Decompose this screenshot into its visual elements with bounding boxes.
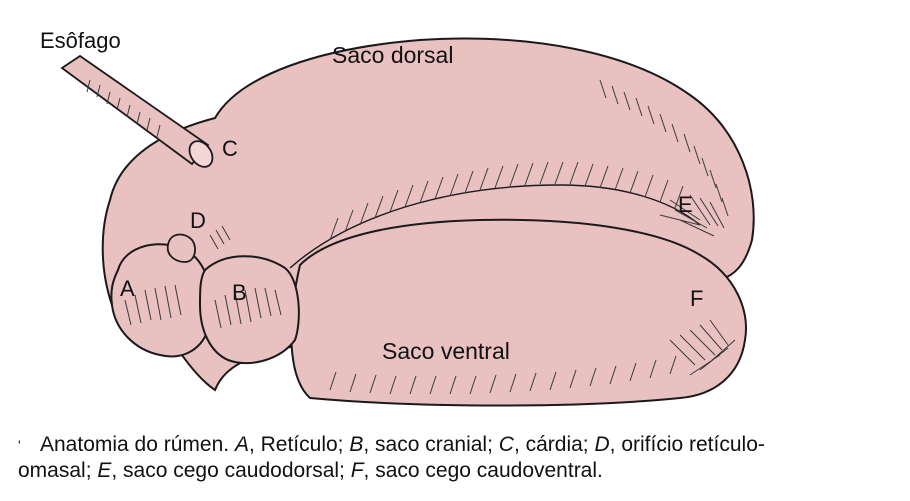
figure-caption: ' Anatomia do rúmen. A, Retículo; B, sac… <box>18 432 898 484</box>
ventral-sac <box>291 220 746 406</box>
label-d: D <box>190 208 206 234</box>
label-c: C <box>222 136 238 162</box>
label-saco-dorsal: Saco dorsal <box>332 42 453 69</box>
caption-e-letter: E <box>97 459 111 482</box>
caption-c-text: , cárdia; <box>514 433 595 456</box>
caption-line-1: Anatomia do rúmen. A, Retículo; B, saco … <box>18 432 898 458</box>
caption-f-text: , saco cego caudoventral. <box>364 459 603 482</box>
caption-d-text-2: omasal; <box>18 459 97 482</box>
reticulo-omasal-orifice <box>168 235 195 262</box>
caption-c-letter: C <box>499 433 514 456</box>
label-esofago: Esôfago <box>40 28 121 54</box>
caption-a-text: , Retículo; <box>249 433 349 456</box>
cranial-sac <box>200 256 299 363</box>
label-saco-ventral: Saco ventral <box>382 338 510 365</box>
caption-f-letter: F <box>351 459 364 482</box>
rumen-diagram: Esôfago Saco dorsal Saco ventral C D A B… <box>0 0 910 420</box>
caption-a-letter: A <box>235 433 249 456</box>
caption-title: Anatomia do rúmen. <box>40 433 235 456</box>
caption-d-letter: D <box>594 433 609 456</box>
caption-mark: ' <box>18 432 21 458</box>
label-b: B <box>232 280 247 306</box>
caption-d-text: , orifício retículo- <box>610 433 765 456</box>
caption-b-text: , saco cranial; <box>363 433 498 456</box>
caption-line-2: omasal; E, saco cego caudodorsal; F, sac… <box>18 458 898 484</box>
caption-e-text: , saco cego caudodorsal; <box>111 459 350 482</box>
label-e: E <box>678 192 693 218</box>
caption-b-letter: B <box>349 433 363 456</box>
label-a: A <box>120 276 135 302</box>
esophagus <box>62 56 208 164</box>
label-f: F <box>690 286 703 312</box>
